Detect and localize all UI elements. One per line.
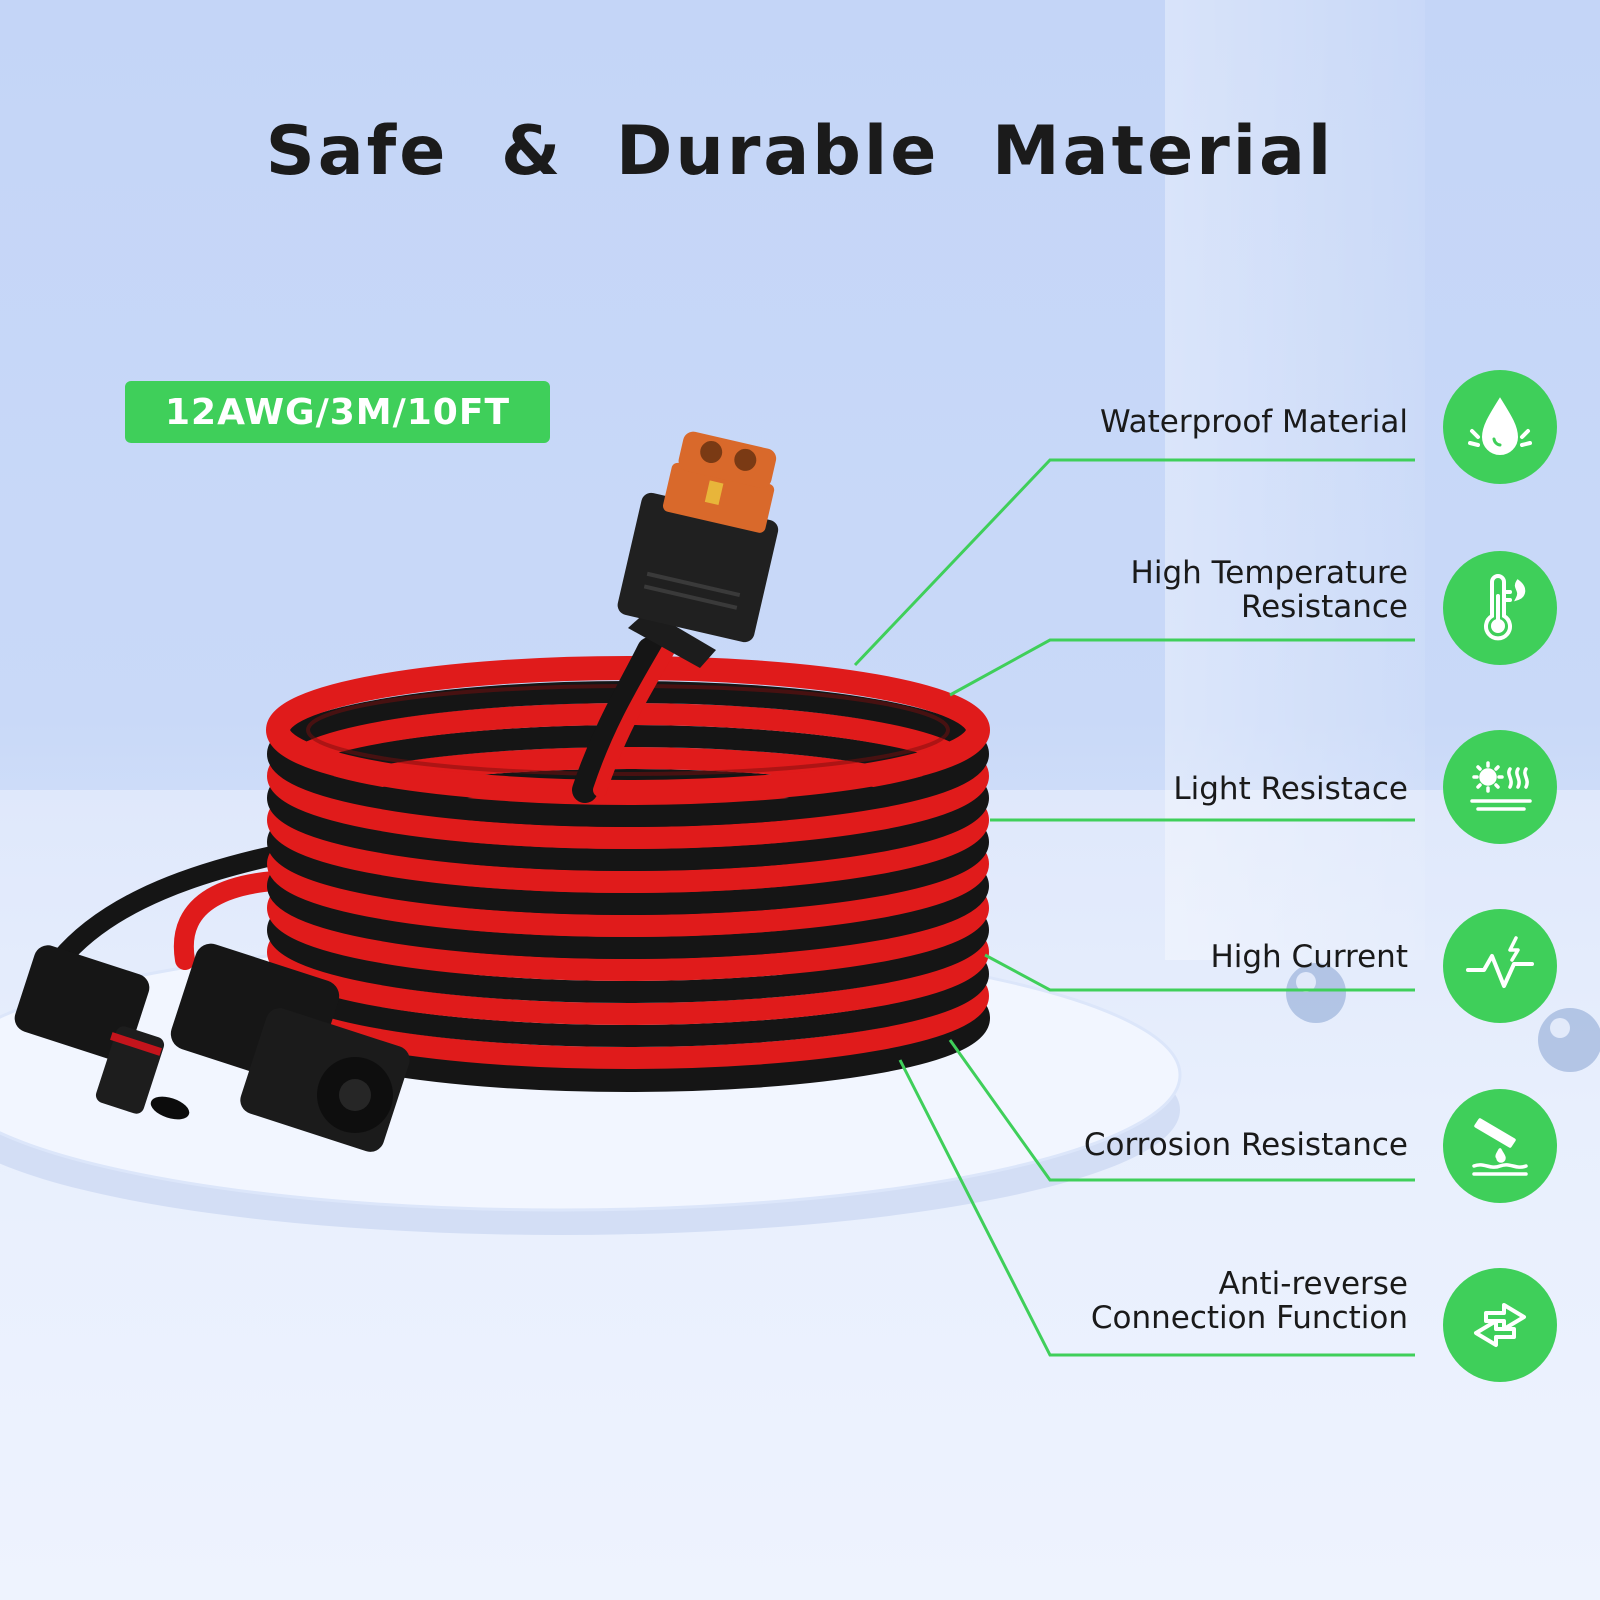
glass-pillar [1165,0,1425,960]
spec-badge: 12AWG/3M/10FT [125,381,550,443]
feature-label-high-temperature: High Temperature Resistance [1130,555,1408,625]
cable-lead [572,637,675,803]
feature-label-light-resistance: Light Resistace [1173,771,1408,807]
page-title: Safe & Durable Material [265,112,1335,191]
water-drop-icon [1443,370,1557,484]
glass-beads [1286,963,1600,1072]
current-pulse-icon [1443,909,1557,1023]
feature-label-corrosion: Corrosion Resistance [1083,1127,1408,1163]
xt60-connector [617,431,779,668]
callout-lines [853,458,1415,1357]
feature-label-waterproof: Waterproof Material [1099,404,1408,440]
cable-tails [50,840,310,970]
mc4-connector-male [14,945,190,1120]
thermometer-icon [1443,551,1557,665]
sun-heat-icon [1443,730,1557,844]
feature-label-anti-reverse: Anti-reverse Connection Function [1090,1266,1408,1336]
feature-label-high-current: High Current [1210,939,1408,975]
reverse-arrows-icon [1443,1268,1557,1382]
corrosion-icon [1443,1089,1557,1203]
mc4-connector-female [170,943,410,1152]
